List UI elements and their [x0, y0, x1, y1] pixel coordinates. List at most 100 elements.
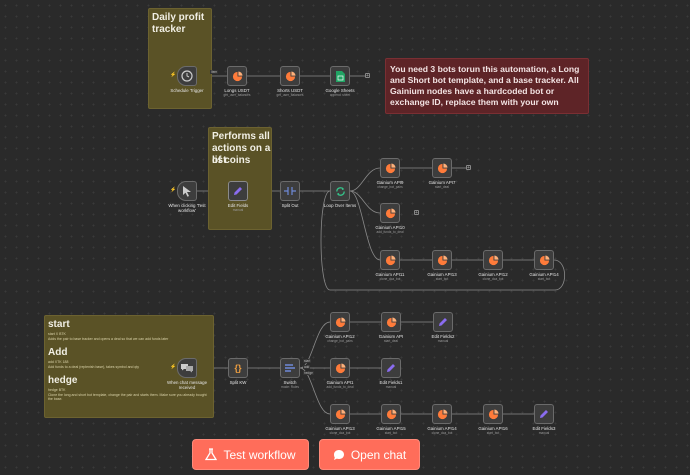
- sticky-warning[interactable]: You need 3 bots torun this automation, a…: [385, 58, 589, 114]
- cmd-add-title: Add: [48, 347, 68, 358]
- r2-gainium-api1-node[interactable]: [330, 358, 350, 378]
- sticky-performs[interactable]: Performs all actions on a list of coins: [208, 127, 272, 230]
- longs-usdt-sub: get_user_balances: [223, 93, 251, 97]
- chat-bubble-icon: [333, 449, 344, 460]
- switch-sub: mode: Rules: [281, 385, 299, 389]
- r3-gainium-api14-sub: clone_dca_bot: [431, 431, 453, 435]
- r1-gainium-api12-node[interactable]: [330, 312, 350, 332]
- clock-icon: [181, 70, 193, 82]
- r1-gainium-api-label: Gainium API: [378, 334, 404, 339]
- r2-edit-fields1-node[interactable]: [381, 358, 401, 378]
- gainium-api14-node[interactable]: [534, 250, 554, 270]
- gainium-api10-label: Gainium API10: [375, 225, 405, 230]
- gainium-api11-sub: clone_dca_bot: [379, 277, 401, 281]
- switch-node[interactable]: [280, 358, 300, 378]
- r3-gainium-api16-node[interactable]: [483, 404, 503, 424]
- add-node-plus-icon[interactable]: +: [414, 210, 419, 216]
- gainium-api9-node[interactable]: [380, 158, 400, 178]
- gainium-icon: [488, 254, 499, 265]
- r3-gainium-api13-node[interactable]: [330, 404, 350, 424]
- gainium-api7-sub: start_deal: [435, 185, 449, 189]
- split-out-label: Split Out: [281, 203, 299, 208]
- edit-fields-sub: manual: [232, 208, 244, 212]
- r3-edit-fields3-sub: manual: [538, 431, 550, 435]
- r3-gainium-api15-sub: start_bot: [384, 431, 398, 435]
- gainium-api12-sub: clone_dca_bot: [482, 277, 504, 281]
- chat-icon: [181, 364, 193, 373]
- pencil-icon: [540, 410, 548, 418]
- gainium-api14-label: Gainium API14: [529, 272, 559, 277]
- gainium-api9-sub: change_bot_pairs: [377, 185, 403, 189]
- r1-gainium-api12-sub: change_bot_pairs: [327, 339, 353, 343]
- google-sheets-node[interactable]: [330, 66, 350, 86]
- r3-gainium-api14-label: Gainium API14: [427, 426, 457, 431]
- gainium-icon: [385, 254, 396, 265]
- pencil-icon: [439, 318, 447, 326]
- test-workflow-label: Test workflow: [223, 447, 296, 462]
- cmd-start-cmd: start X BTK: [48, 332, 66, 336]
- manual-trigger-node[interactable]: [177, 181, 197, 201]
- switch-output-start: start: [303, 359, 312, 363]
- shorts-usdt-label: Shorts USDT: [277, 88, 303, 93]
- flask-icon: [205, 448, 218, 461]
- longs-usdt-label: Longs USDT: [224, 88, 250, 93]
- cmd-hedge-desc: Clone the long and short bot template, c…: [48, 393, 207, 401]
- sticky-title-line1: Daily profit: [152, 12, 205, 23]
- r1-edit-fields2-label: Edit Fields2: [431, 334, 455, 339]
- schedule-trigger-label: Schedule Trigger: [170, 88, 204, 93]
- schedule-trigger-node[interactable]: [177, 66, 197, 86]
- sticky-daily-profit[interactable]: Daily profit tracker: [148, 8, 212, 109]
- chat-trigger-label1: When chat message: [166, 380, 208, 385]
- gainium-api12-node[interactable]: [483, 250, 503, 270]
- r3-gainium-api15-node[interactable]: [381, 404, 401, 424]
- r1-edit-fields2-node[interactable]: [433, 312, 453, 332]
- cursor-icon: [183, 185, 191, 197]
- shorts-usdt-node[interactable]: [280, 66, 300, 86]
- r3-edit-fields3-label: Edit Fields3: [532, 426, 556, 431]
- r1-gainium-api-sub: start_deal: [384, 339, 398, 343]
- gainium-icon: [385, 207, 396, 218]
- split-kw-node[interactable]: {}: [228, 358, 248, 378]
- edit-fields-label: Edit Fields: [227, 203, 249, 208]
- gainium-api11-label: Gainium API11: [375, 272, 405, 277]
- gainium-api10-node[interactable]: [380, 203, 400, 223]
- sticky-title-line2: tracker: [152, 24, 186, 35]
- connector-label: Item: [210, 70, 219, 74]
- split-out-node[interactable]: [280, 181, 300, 201]
- chat-trigger-node[interactable]: [177, 358, 197, 378]
- gainium-icon: [437, 162, 448, 173]
- cmd-hedge-title: hedge: [48, 375, 78, 386]
- pencil-icon: [387, 364, 395, 372]
- r3-gainium-api16-sub: start_bot: [486, 431, 500, 435]
- r2-gainium-api1-label: Gainium API1: [326, 380, 354, 385]
- r3-gainium-api13-sub: clone_dca_bot: [329, 431, 351, 435]
- open-chat-button[interactable]: Open chat: [319, 439, 420, 470]
- gainium-api7-label: Gainium API7: [428, 180, 456, 185]
- manual-trigger-label1: When clicking 'Test: [168, 203, 206, 208]
- gainium-api7-node[interactable]: [432, 158, 452, 178]
- longs-usdt-node[interactable]: [227, 66, 247, 86]
- r3-edit-fields3-node[interactable]: [534, 404, 554, 424]
- split-icon: [284, 187, 296, 195]
- cmd-hedge-cmd: hedge BTK: [48, 388, 66, 392]
- trigger-bolt-icon: ⚡: [170, 72, 177, 78]
- google-sheets-sub: append: sheet: [329, 93, 351, 97]
- r2-gainium-api1-sub: add_funds_to_deal: [326, 385, 354, 389]
- add-node-plus-icon[interactable]: +: [365, 73, 370, 79]
- gainium-icon: [437, 408, 448, 419]
- cmd-start-title: start: [48, 319, 70, 330]
- r1-gainium-api-node[interactable]: [381, 312, 401, 332]
- gainium-api13-node[interactable]: [432, 250, 452, 270]
- test-workflow-button[interactable]: Test workflow: [192, 439, 309, 470]
- gainium-api14-sub: start_bot: [537, 277, 551, 281]
- edit-fields-node[interactable]: [228, 181, 248, 201]
- loop-over-items-node[interactable]: [330, 181, 350, 201]
- sticky-line2: actions on a list: [212, 143, 271, 166]
- open-chat-label: Open chat: [350, 447, 407, 462]
- add-node-plus-icon[interactable]: +: [466, 165, 471, 171]
- gainium-icon: [232, 70, 243, 81]
- gainium-api11-node[interactable]: [380, 250, 400, 270]
- gainium-icon: [285, 70, 296, 81]
- loop-icon: [335, 186, 345, 196]
- r3-gainium-api14-node[interactable]: [432, 404, 452, 424]
